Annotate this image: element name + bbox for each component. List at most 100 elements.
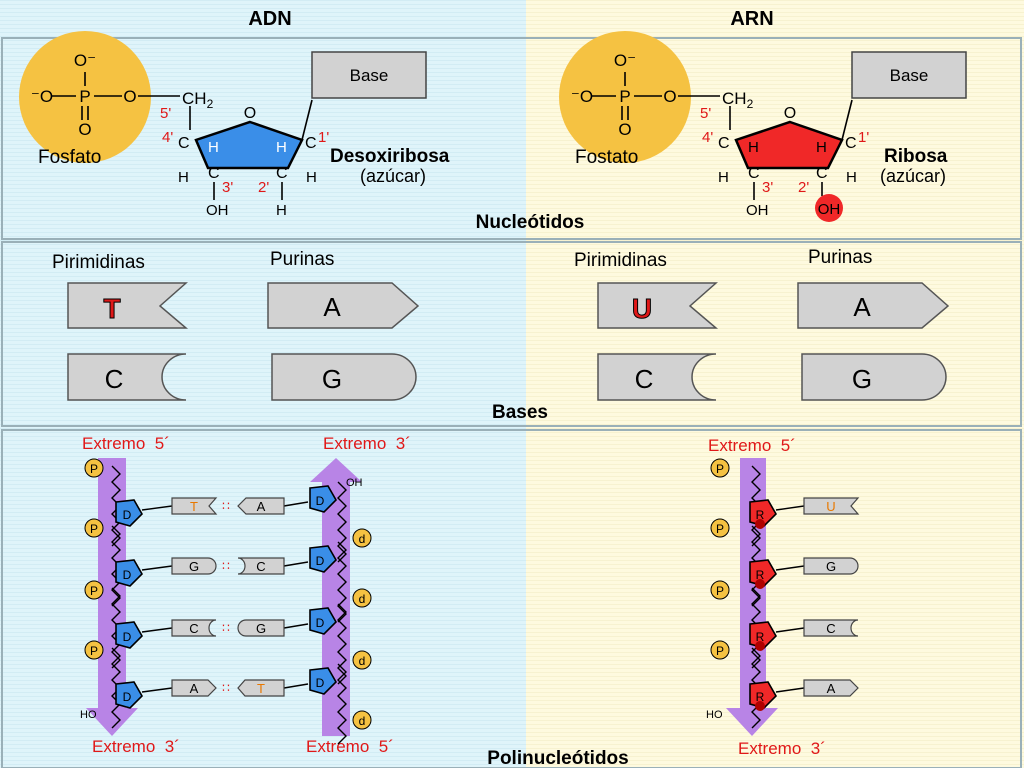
base-letter-a: A <box>323 292 341 322</box>
sugar-name: Desoxiribosa <box>330 146 450 167</box>
rna-bases: Pirimidinas Purinas U A C G <box>574 247 950 401</box>
dna-pair-1-left-shape <box>171 557 217 575</box>
dna-right-phosphate-0-label: d <box>359 532 366 546</box>
c3-oh: OH <box>746 202 769 219</box>
dna-right-sugar-3 <box>309 667 337 695</box>
rna-sugar-3 <box>749 681 777 709</box>
rna-sugar-label-3: R <box>756 690 765 704</box>
ribose-ring <box>734 120 844 170</box>
dna-pair-0-right-letter: A <box>257 499 266 514</box>
c2-oh-highlight <box>815 194 843 222</box>
sugar-name: Ribosa <box>884 146 948 167</box>
rna-sugar-2 <box>749 621 777 649</box>
dna-right-phosphate-2-label: d <box>359 654 366 668</box>
dna-left-phosphate-1 <box>84 518 104 538</box>
ring-oxygen: O <box>784 105 796 122</box>
rna-bond-2 <box>775 627 805 633</box>
pyrimidines-label: Pirimidinas <box>52 252 145 273</box>
rna-2oh-dot-1 <box>755 579 765 589</box>
dna-right-bottom-label: Extremo 5´ <box>306 737 394 756</box>
dna-left-phosphate-0-label: P <box>90 462 98 476</box>
dna-left-sugar-1 <box>115 559 143 587</box>
c1-h: H <box>276 139 287 156</box>
rna-base-3-letter: A <box>827 681 836 696</box>
dna-pair-2-right-letter: G <box>256 621 266 636</box>
phosphate-o-right: O <box>123 87 136 106</box>
rna-phosphate-2-label: P <box>716 584 724 598</box>
c1-c: C <box>845 135 857 152</box>
rna-2oh-dot-0 <box>755 519 765 529</box>
c5-label: 5' <box>700 105 711 122</box>
dna-left-phosphate-0 <box>84 458 104 478</box>
dna-right-sugar-2 <box>309 607 337 635</box>
dna-header: ADN <box>248 8 291 30</box>
rna-sugar-label-1: R <box>756 568 765 582</box>
base-letter-t: T <box>103 293 120 324</box>
purines-label: Purinas <box>808 247 872 268</box>
c2-c: C <box>816 165 828 182</box>
dna-pair-2-left-letter: C <box>189 621 198 636</box>
dna-right-sugar-label-0: D <box>316 494 325 508</box>
nucleotides-frame <box>1 37 1022 240</box>
dna-left-sugar-2 <box>115 621 143 649</box>
c5-label: 5' <box>160 105 171 122</box>
rna-sugar-label-0: R <box>756 508 765 522</box>
rna-phosphate-0 <box>710 458 730 478</box>
c4-label: 4' <box>162 129 173 146</box>
bases-title: Bases <box>492 402 548 423</box>
rna-base-0-letter: U <box>826 499 835 514</box>
dna-pair-0-left-letter: T <box>190 499 198 514</box>
c1-c: C <box>305 135 317 152</box>
rna-header: ARN <box>730 8 773 30</box>
bases-frame <box>1 241 1022 427</box>
base-box-label: Base <box>890 66 929 85</box>
dna-pair-3-hbonds: ∷ <box>222 681 230 695</box>
dna-right-bond-1 <box>283 561 309 567</box>
phosphate-group <box>559 31 691 163</box>
base-shape-a <box>797 282 950 329</box>
phosphate-o-bottom: O <box>618 120 631 139</box>
dna-left-top-label: Extremo 5´ <box>82 434 170 453</box>
dna-pair-2-right-shape <box>237 619 285 637</box>
ch2-label: CH2 <box>182 89 214 111</box>
dna-pair-0-hbonds: ∷ <box>222 499 230 513</box>
rna-phosphate-1 <box>710 518 730 538</box>
polynucleotides-group: Extremo 5´ Extremo 3´ Extremo 3´ Extremo… <box>80 434 860 769</box>
rna-base-2-letter: C <box>826 621 835 636</box>
rna-phosphate-3-label: P <box>716 644 724 658</box>
c4-h-bottom: H <box>178 169 189 186</box>
dna-right-top-label: Extremo 3´ <box>323 434 411 453</box>
ring-oxygen: O <box>244 105 256 122</box>
base-letter-g: G <box>852 364 872 394</box>
phosphate-o-top: O⁻ <box>614 51 636 70</box>
rna-top-label: Extremo 5´ <box>708 436 796 455</box>
dna-right-phosphate-0 <box>352 528 372 548</box>
dna-left-bottom-label: Extremo 3´ <box>92 737 180 756</box>
base-letter-g: G <box>322 364 342 394</box>
dna-right-zigzag-3 <box>337 663 347 745</box>
rna-bottom-label: Extremo 3´ <box>738 739 826 758</box>
rna-bond-3 <box>775 687 805 693</box>
c3-label: 3' <box>762 179 773 196</box>
dna-right-phosphate-3-label: d <box>359 714 366 728</box>
pyrimidines-label: Pirimidinas <box>574 250 667 271</box>
dna-right-phosphate-3 <box>352 710 372 730</box>
c4-label: 4' <box>702 129 713 146</box>
rna-2oh-dot-2 <box>755 641 765 651</box>
dna-left-phosphate-3-label: P <box>90 644 98 658</box>
base-shape-g <box>801 353 947 401</box>
c1-h-bottom: H <box>306 169 317 186</box>
dna-pair-3-left-letter: A <box>190 681 199 696</box>
deoxyribose-ring <box>194 120 304 170</box>
dna-right-backbone <box>310 458 362 736</box>
dna-ho-end: HO <box>80 709 97 721</box>
rna-bond-0 <box>775 505 805 511</box>
rna-phosphate-0-label: P <box>716 462 724 476</box>
phosphate-o-right: O <box>663 87 676 106</box>
phosphate-caption: Fosfato <box>38 147 101 168</box>
dna-right-sugar-1 <box>309 545 337 573</box>
dna-left-sugar-label-0: D <box>123 508 132 522</box>
c2-h: H <box>276 202 287 219</box>
c1-label: 1' <box>858 129 869 146</box>
